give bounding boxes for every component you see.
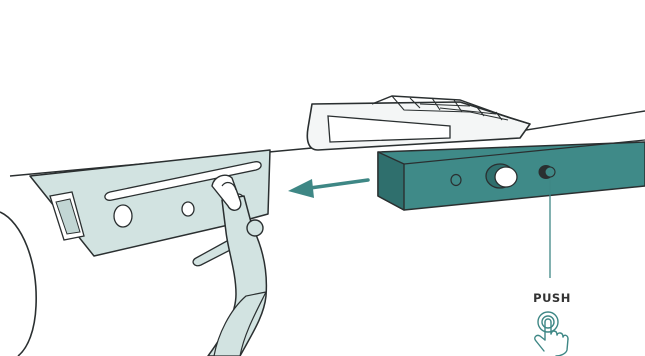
rail-trolley — [378, 140, 645, 210]
hand-tap-icon — [535, 312, 568, 356]
left-housing-outline — [0, 212, 36, 356]
arrow-left-icon — [288, 179, 368, 198]
ceiling-line-right — [520, 111, 645, 131]
push-label: PUSH — [533, 291, 571, 305]
rail-cover — [307, 96, 530, 150]
